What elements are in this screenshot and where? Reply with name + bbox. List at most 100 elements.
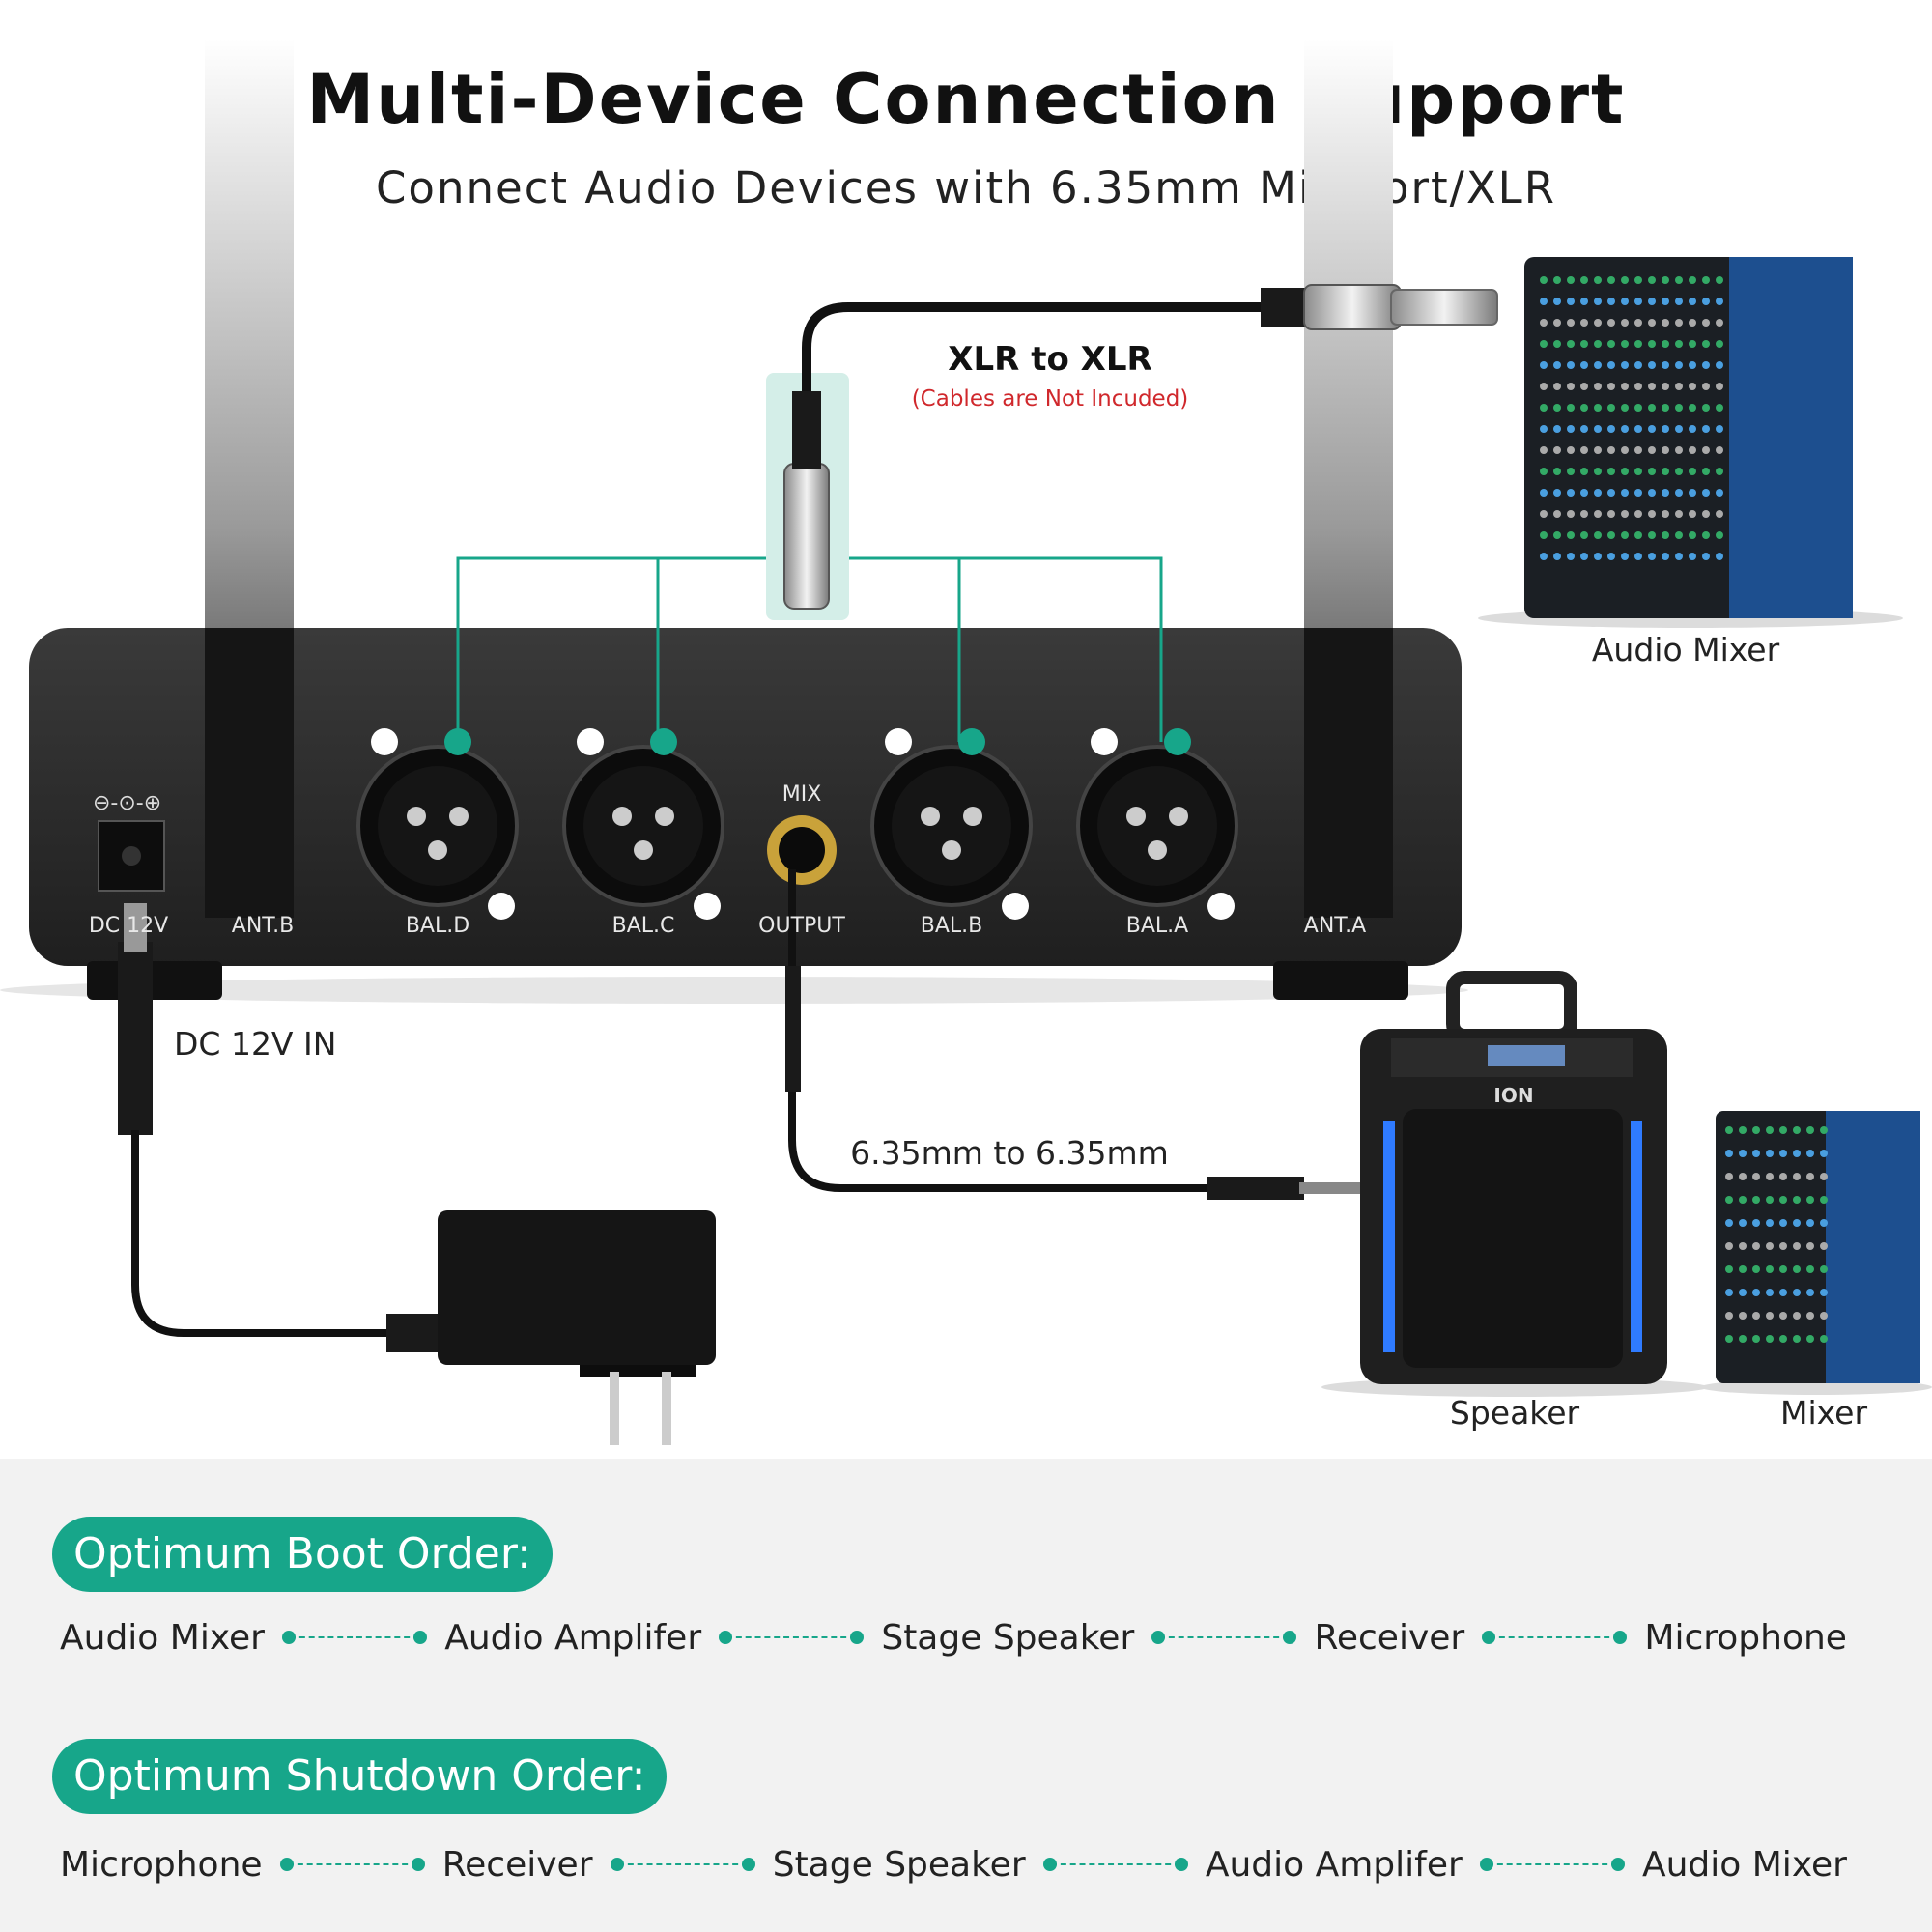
knob: [1675, 361, 1683, 369]
knob: [1567, 340, 1575, 348]
knob: [1716, 531, 1723, 539]
knob: [1594, 531, 1602, 539]
port-label: BAL.B: [921, 914, 983, 938]
knob: [1662, 276, 1669, 284]
knob: [1675, 553, 1683, 560]
knob: [1820, 1196, 1828, 1204]
knob: [1752, 1265, 1760, 1273]
knob: [1675, 319, 1683, 327]
port-label: OUTPUT: [758, 914, 845, 938]
knob: [1779, 1196, 1787, 1204]
knob: [1675, 340, 1683, 348]
knob: [1689, 404, 1696, 412]
mixer-label: Mixer: [1780, 1394, 1867, 1432]
knob: [1752, 1312, 1760, 1320]
knob: [1689, 319, 1696, 327]
knob: [1607, 319, 1615, 327]
knob: [1540, 531, 1548, 539]
knob: [1580, 510, 1588, 518]
knob: [1820, 1219, 1828, 1227]
knob: [1594, 553, 1602, 560]
knob: [1725, 1219, 1733, 1227]
port-label: BAL.D: [406, 914, 469, 938]
knob: [1752, 1126, 1760, 1134]
knob: [1662, 489, 1669, 497]
knob: [1662, 468, 1669, 475]
knob: [1820, 1242, 1828, 1250]
knob: [1662, 531, 1669, 539]
knob: [1820, 1335, 1828, 1343]
xlr-socket[interactable]: [356, 728, 519, 920]
knob: [1689, 446, 1696, 454]
knob: [1806, 1265, 1814, 1273]
knob: [1752, 1219, 1760, 1227]
knob: [1553, 340, 1561, 348]
knob: [1594, 276, 1602, 284]
knob: [1752, 1150, 1760, 1157]
order-arrow: [1482, 1630, 1628, 1644]
knob: [1580, 276, 1588, 284]
knob: [1716, 404, 1723, 412]
knob: [1766, 1150, 1774, 1157]
knob: [1752, 1242, 1760, 1250]
knob: [1553, 489, 1561, 497]
knob: [1540, 553, 1548, 560]
knob: [1540, 489, 1548, 497]
knob: [1634, 298, 1642, 305]
knob: [1793, 1335, 1801, 1343]
xlr-socket[interactable]: [870, 728, 1033, 920]
connection-diagram: ⊖-⊙-⊕: [0, 39, 1932, 1445]
order-arrow: [1151, 1630, 1297, 1644]
knob: [1716, 425, 1723, 433]
knob: [1702, 446, 1710, 454]
knob: [1702, 553, 1710, 560]
knob: [1766, 1196, 1774, 1204]
knob: [1621, 340, 1629, 348]
port-label: DC 12V: [89, 914, 168, 938]
knob: [1725, 1335, 1733, 1343]
knob: [1580, 468, 1588, 475]
knob: [1689, 531, 1696, 539]
knob: [1594, 383, 1602, 390]
knob: [1716, 276, 1723, 284]
knob: [1716, 361, 1723, 369]
knob: [1634, 340, 1642, 348]
knob: [1607, 298, 1615, 305]
knob: [1752, 1196, 1760, 1204]
knob: [1594, 298, 1602, 305]
knob: [1567, 319, 1575, 327]
knob: [1553, 298, 1561, 305]
svg-text:⊖-⊙-⊕: ⊖-⊙-⊕: [93, 791, 161, 815]
knob: [1725, 1173, 1733, 1180]
knob: [1553, 383, 1561, 390]
knob: [1675, 510, 1683, 518]
knob: [1689, 383, 1696, 390]
knob: [1662, 446, 1669, 454]
xlr-socket[interactable]: [1076, 728, 1238, 920]
knob: [1806, 1289, 1814, 1296]
knob: [1607, 531, 1615, 539]
knob: [1621, 276, 1629, 284]
knob: [1567, 425, 1575, 433]
order-step: Microphone: [60, 1845, 263, 1885]
knob: [1820, 1126, 1828, 1134]
order-arrow: [281, 1630, 428, 1644]
knob: [1793, 1173, 1801, 1180]
knob: [1702, 276, 1710, 284]
knob: [1540, 446, 1548, 454]
antenna-a-base: [1304, 628, 1393, 918]
knob: [1648, 468, 1656, 475]
knob: [1725, 1196, 1733, 1204]
xlr-socket[interactable]: [562, 728, 724, 920]
knob: [1739, 1126, 1747, 1134]
knob: [1607, 361, 1615, 369]
knob: [1716, 510, 1723, 518]
knob: [1553, 553, 1561, 560]
knob: [1634, 531, 1642, 539]
knob: [1607, 425, 1615, 433]
knob: [1594, 489, 1602, 497]
knob: [1567, 468, 1575, 475]
knob: [1820, 1289, 1828, 1296]
